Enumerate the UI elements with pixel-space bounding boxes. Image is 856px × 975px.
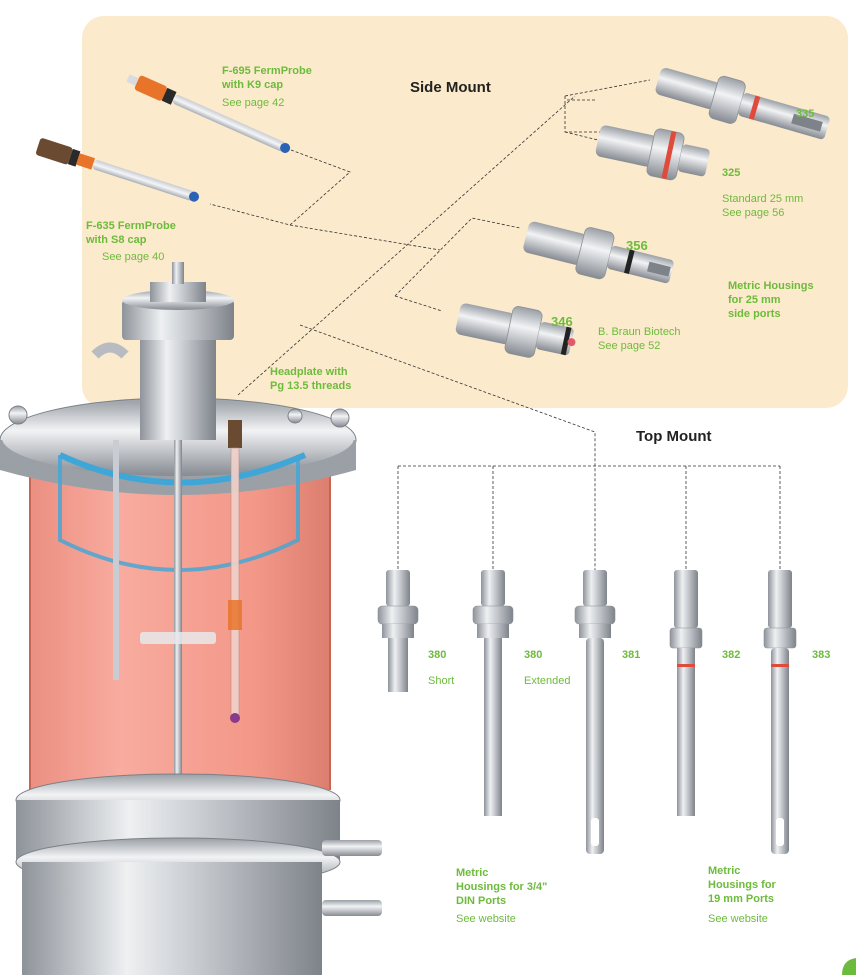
housing-346-number: 346 xyxy=(551,314,573,329)
headplate-diagonal-leader xyxy=(237,95,576,396)
fermentor-vessel xyxy=(0,262,856,975)
top-mount-drops xyxy=(397,466,781,570)
metric-housing-bracket xyxy=(394,217,521,312)
housing-335-number: 335 xyxy=(796,108,815,120)
k9-probe-leader xyxy=(209,149,351,226)
mm19-ports-note: Metric Housings for 19 mm Ports xyxy=(708,865,776,905)
din-ports-link[interactable]: See website xyxy=(456,913,516,925)
probe-s8 xyxy=(35,138,199,202)
probe-s8-page: See page 40 xyxy=(102,251,165,263)
housing-335 xyxy=(655,67,830,140)
housing-356 xyxy=(523,221,674,284)
standard-housing-bracket xyxy=(564,79,651,141)
side-mount-heading: Side Mount xyxy=(410,79,491,96)
probe-k9-title: F-695 FermProbe with K9 cap xyxy=(222,65,312,91)
din-ports-note: Metric Housings for 3/4" DIN Ports xyxy=(456,867,548,907)
s8-probe-leader xyxy=(289,224,441,251)
top-housing-380-short-note: Short xyxy=(428,675,455,687)
top-housing-381 xyxy=(574,570,616,854)
probe-k9-page: See page 42 xyxy=(222,97,285,109)
top-housing-380-short xyxy=(377,570,419,692)
housing-356-number: 356 xyxy=(626,238,648,253)
probe-k9 xyxy=(126,74,291,153)
top-housing-381-number: 381 xyxy=(622,649,641,661)
probe-s8-title: F-635 FermProbe with S8 cap xyxy=(86,220,176,246)
top-housing-380-extended-number: 380 xyxy=(524,649,543,661)
top-housing-380-short-number: 380 xyxy=(428,649,447,661)
top-housing-380-extended-note: Extended xyxy=(524,675,571,687)
top-mount-leader xyxy=(299,324,596,570)
top-mount-heading: Top Mount xyxy=(636,428,712,445)
connector-lines xyxy=(209,79,781,570)
top-housing-383-number: 383 xyxy=(812,649,831,661)
top-housing-380-extended xyxy=(472,570,514,816)
headplate-label: Headplate with Pg 13.5 threads xyxy=(270,366,352,392)
housing-325-number: 325 xyxy=(722,167,741,179)
braun-housing-note: B. Braun Biotech See page 52 xyxy=(598,326,681,352)
top-housing-382 xyxy=(669,570,703,816)
standard-housing-note: Standard 25 mm See page 56 xyxy=(722,193,804,219)
metric-housing-note: Metric Housings for 25 mm side ports xyxy=(728,280,814,320)
housing-346 xyxy=(455,303,576,358)
mm19-ports-link[interactable]: See website xyxy=(708,913,768,925)
top-housing-383 xyxy=(763,570,797,854)
housing-325 xyxy=(595,125,710,181)
top-housing-382-number: 382 xyxy=(722,649,741,661)
